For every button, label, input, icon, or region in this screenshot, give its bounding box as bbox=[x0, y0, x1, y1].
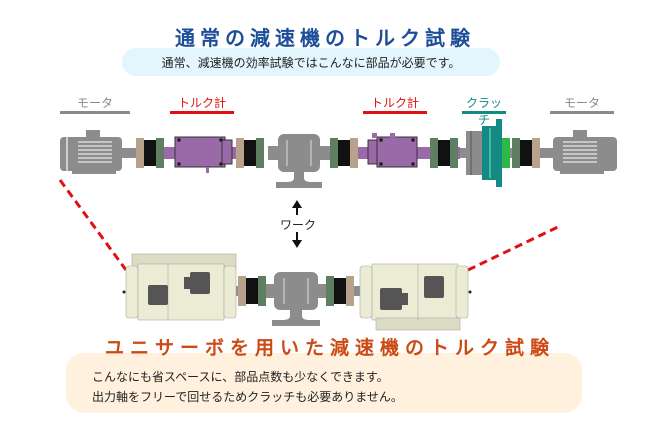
torque-meter-right-icon bbox=[367, 133, 418, 168]
label-clutch: クラッチ bbox=[465, 96, 502, 127]
label-underline-motor-right bbox=[550, 111, 614, 114]
coupling-icon bbox=[330, 138, 358, 168]
coupling-icon bbox=[238, 276, 266, 306]
coupling-icon bbox=[430, 138, 458, 168]
uniservo-right-icon bbox=[359, 263, 472, 331]
label-underline-torque-right bbox=[363, 111, 427, 114]
dashed-connector-right bbox=[467, 224, 561, 272]
bottom-line-1: こんなにも省スペースに、部品点数も少なくできます。 bbox=[92, 370, 389, 384]
clutch-icon bbox=[466, 119, 510, 187]
workpiece-gearbox-icon bbox=[268, 134, 330, 188]
label-torque-meter-right: トルク計 bbox=[370, 96, 419, 110]
workpiece-gearbox-bottom-icon bbox=[266, 272, 326, 326]
coupling-icon bbox=[236, 138, 264, 168]
bottom-text-box: こんなにも省スペースに、部品点数も少なくできます。 出力軸をフリーで回せるためク… bbox=[66, 353, 582, 413]
coupling-icon bbox=[326, 276, 354, 306]
label-underline-clutch bbox=[462, 111, 506, 114]
label-motor-left: モータ bbox=[76, 96, 113, 110]
uniservo-left-icon bbox=[122, 253, 237, 321]
arrow-up-icon bbox=[292, 200, 302, 215]
coupling-icon bbox=[136, 138, 164, 168]
top-subtitle-box: 通常、減速機の効率試験ではこんなに部品が必要です。 bbox=[122, 48, 500, 76]
workpiece-label: ワーク bbox=[280, 218, 317, 232]
torque-meter-left-icon bbox=[174, 136, 233, 173]
motor-right-icon bbox=[553, 130, 617, 174]
bottom-title: ユニサーボを用いた減速機のトルク試験 bbox=[104, 337, 555, 359]
top-title: 通常の減速機のトルク試験 bbox=[175, 26, 475, 50]
bottom-line-2: 出力軸をフリーで回せるためクラッチも必要ありません。 bbox=[92, 390, 403, 404]
label-underline-torque-left bbox=[170, 111, 234, 114]
dashed-connector-left bbox=[58, 179, 128, 271]
top-subtitle: 通常、減速機の効率試験ではこんなに部品が必要です。 bbox=[161, 56, 461, 70]
coupling-icon bbox=[512, 138, 540, 168]
arrow-down-icon bbox=[292, 232, 302, 248]
label-underline-motor-left bbox=[60, 111, 130, 114]
motor-left-icon bbox=[60, 130, 122, 174]
label-torque-meter-left: トルク計 bbox=[177, 96, 226, 110]
label-motor-right: モータ bbox=[563, 96, 600, 110]
